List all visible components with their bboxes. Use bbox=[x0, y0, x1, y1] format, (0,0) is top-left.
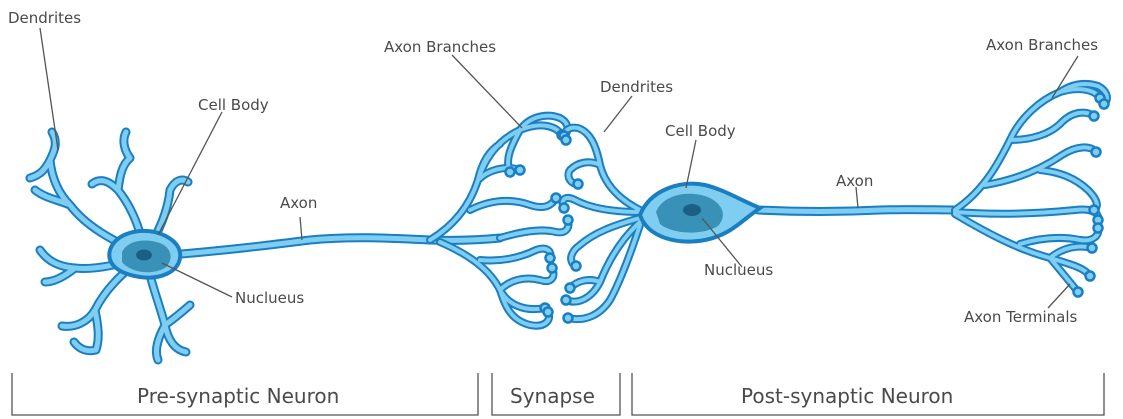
axon-terminals-label: Axon Terminals bbox=[964, 310, 1077, 325]
axon-terminal bbox=[1088, 244, 1097, 253]
axon-terminal bbox=[516, 166, 525, 175]
axon-terminal bbox=[564, 314, 573, 323]
post-cell-body bbox=[640, 184, 760, 242]
post-nucleus bbox=[683, 204, 701, 216]
section-synapse: Synapse bbox=[510, 386, 595, 406]
axon-terminal bbox=[506, 168, 515, 177]
axon-terminal bbox=[1090, 206, 1099, 215]
axon-branches-right-label: Axon Branches bbox=[986, 38, 1098, 53]
post-axon bbox=[758, 210, 955, 212]
axon-branches-mid-label: Axon Branches bbox=[384, 40, 496, 55]
mid-axon-branches bbox=[430, 116, 569, 326]
section-post-synaptic: Post-synaptic Neuron bbox=[741, 386, 953, 406]
axon-terminal bbox=[572, 262, 581, 271]
axon-terminal bbox=[544, 308, 553, 317]
post-dendrites-label: Dendrites bbox=[600, 80, 673, 95]
post-axon-label: Axon bbox=[836, 174, 873, 189]
axon-terminal bbox=[566, 284, 575, 293]
pre-cell-body bbox=[109, 231, 180, 278]
axon-terminal bbox=[1086, 272, 1095, 281]
post-nucleus-label: Nuclueus bbox=[704, 263, 773, 278]
axon-terminal bbox=[548, 264, 557, 273]
axon-terminal bbox=[564, 216, 573, 225]
axon-terminal bbox=[1092, 148, 1101, 157]
axon-terminal bbox=[546, 254, 555, 263]
pre-nucleus-label: Nuclueus bbox=[235, 291, 304, 306]
axon-terminal bbox=[552, 194, 561, 203]
pre-nucleus bbox=[136, 250, 152, 261]
axon-terminal bbox=[562, 136, 571, 145]
leader-lines bbox=[40, 28, 1078, 308]
axon-terminal bbox=[1094, 224, 1103, 233]
axon-terminal bbox=[574, 180, 583, 189]
axon-terminal bbox=[560, 204, 569, 213]
post-cell-body-label: Cell Body bbox=[665, 124, 736, 139]
section-pre-synaptic: Pre-synaptic Neuron bbox=[137, 386, 339, 406]
pre-axon-label: Axon bbox=[280, 196, 317, 211]
axon-terminal bbox=[562, 296, 571, 305]
pre-dendrites-label: Dendrites bbox=[8, 11, 81, 26]
right-axon-branches bbox=[955, 84, 1107, 292]
axon-terminal bbox=[1100, 100, 1109, 109]
axon-terminal bbox=[1074, 288, 1083, 297]
axon-terminal bbox=[1090, 112, 1099, 121]
pre-cell-body-label: Cell Body bbox=[198, 98, 269, 113]
